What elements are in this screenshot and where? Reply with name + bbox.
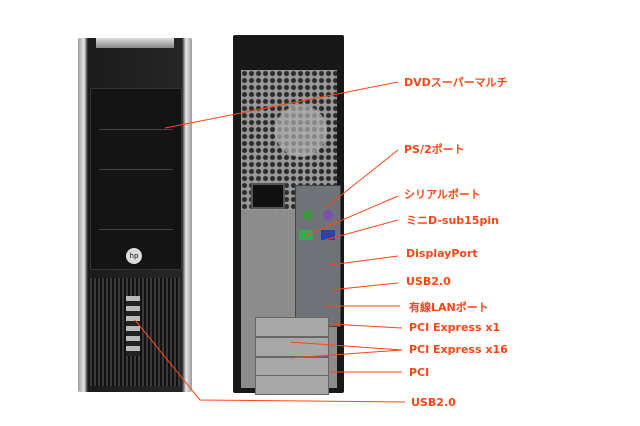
- pc-rear-view: [233, 35, 344, 395]
- label-pci: PCI: [409, 366, 430, 379]
- label-ps2: PS/2ポート: [404, 143, 465, 156]
- pcie-x1-slot-cover: [255, 317, 329, 337]
- leader-pcie-x16-a: [289, 341, 403, 351]
- io-panel: [295, 185, 341, 327]
- label-serial: シリアルポート: [404, 188, 481, 201]
- label-usb-front: USB2.0: [411, 396, 456, 409]
- front-usb-ports: [126, 296, 140, 356]
- leader-ps2: [324, 149, 399, 209]
- pci-slot-cover: [255, 375, 329, 395]
- leader-pcie-x16-b: [289, 349, 403, 359]
- label-displayport: DisplayPort: [406, 247, 478, 260]
- leader-usb-front: [134, 319, 406, 403]
- hp-logo: hp: [126, 248, 142, 264]
- leader-dvd: [164, 81, 399, 129]
- label-usb-rear: USB2.0: [406, 275, 451, 288]
- leader-displayport: [329, 255, 399, 266]
- label-pcie-x16: PCI Express x16: [409, 343, 508, 356]
- pc-front-view: hp: [78, 38, 192, 392]
- leader-pcie-x1: [329, 323, 403, 329]
- label-lan: 有線LANポート: [409, 301, 489, 314]
- ps2-port-purple: [323, 210, 333, 220]
- label-mini-dsub: ミニD-sub15pin: [406, 214, 499, 227]
- leader-mini-dsub: [324, 219, 399, 241]
- drive-bay: [90, 88, 182, 270]
- vga-port: [321, 230, 335, 240]
- label-pcie-x1: PCI Express x1: [409, 321, 501, 334]
- power-connector: [251, 183, 285, 209]
- leader-serial: [304, 195, 399, 237]
- serial-port: [299, 230, 313, 240]
- pcie-x16-slot-cover: [255, 337, 329, 357]
- ps2-port-green: [303, 210, 313, 220]
- label-dvd: DVDスーパーマルチ: [404, 76, 508, 89]
- leader-usb-rear: [329, 282, 399, 291]
